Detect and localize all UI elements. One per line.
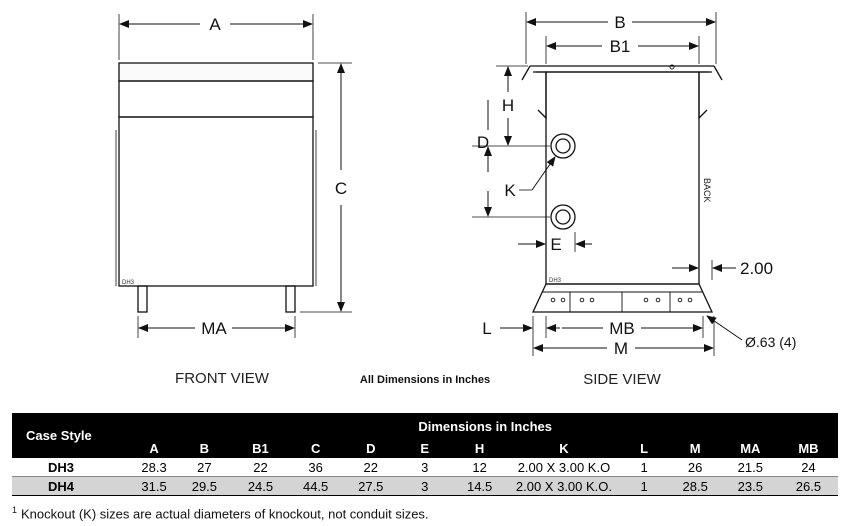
dim-label-h: H (502, 96, 514, 115)
column-header: D (343, 439, 399, 458)
column-header: A (132, 439, 176, 458)
dim-label-a: A (209, 15, 221, 34)
table-cell: 2.00 X 3.00 K.O (508, 457, 620, 477)
table-row: DH4 31.5 29.5 24.5 44.5 27.5 3 14.5 2.00… (12, 476, 838, 496)
side-view (521, 64, 723, 313)
column-header: E (398, 439, 452, 458)
table-header-row-title: Case Style Dimensions in Inches (12, 413, 838, 458)
table-cell: 26.5 (778, 476, 838, 496)
table-cell: 1 (619, 476, 669, 496)
dim-label-mb: MB (609, 319, 635, 338)
table-cell: 1 (619, 457, 669, 477)
back-label: BACK (702, 178, 712, 203)
table-cell: 22 (232, 457, 289, 477)
side-view-label: SIDE VIEW (583, 371, 661, 388)
table-cell: 27.5 (343, 476, 399, 496)
table-cell: 36 (288, 457, 344, 477)
hole-callout: Ø.63 (4) (745, 334, 796, 350)
case-style-cell: DH4 (12, 476, 133, 496)
column-header: H (451, 439, 509, 458)
dim-label-e: E (550, 235, 561, 254)
table-cell: 28.5 (668, 476, 722, 496)
column-header: L (619, 439, 669, 458)
dim-label-l: L (482, 319, 491, 338)
table-cell: 2.00 X 3.00 K.O. (508, 476, 620, 496)
column-header: MA (721, 439, 779, 458)
offset-value-label: 2.00 (740, 259, 773, 278)
table-cell: 23.5 (721, 476, 779, 496)
table-cell: 31.5 (132, 476, 176, 496)
column-header: K (508, 439, 620, 458)
table-cell: 44.5 (288, 476, 344, 496)
column-header: B (175, 439, 233, 458)
dim-label-c: C (335, 179, 347, 198)
case-style-header: Case Style (12, 413, 133, 458)
base-holes (550, 297, 693, 303)
table-cell: 29.5 (175, 476, 233, 496)
dim-label-d: D (477, 133, 489, 152)
footnote-text: Knockout (K) sizes are actual diameters … (21, 506, 429, 522)
table-cell: 24 (778, 457, 838, 477)
table-cell: 12 (451, 457, 509, 477)
case-marking-front: DH3 (122, 280, 135, 286)
front-view (115, 14, 352, 338)
footnote-marker: 1 (12, 505, 18, 515)
table-cell: 24.5 (232, 476, 289, 496)
case-style-cell: DH3 (12, 457, 133, 477)
column-header: B1 (232, 439, 289, 458)
dim-label-ma: MA (201, 319, 227, 338)
dim-label-b: B (614, 13, 625, 32)
front-view-label: FRONT VIEW (175, 370, 270, 387)
table-cell: 28.3 (132, 457, 176, 477)
side-view-dimensions (472, 12, 743, 356)
table-cell: 14.5 (451, 476, 509, 496)
dimension-units-note: All Dimensions in Inches (360, 374, 490, 386)
case-marking-side: DH3 (549, 278, 562, 284)
table-cell: 21.5 (721, 457, 779, 477)
table-cell: 3 (398, 457, 452, 477)
dim-label-b1: B1 (610, 37, 631, 56)
column-header: M (668, 439, 722, 458)
table-cell: 27 (175, 457, 233, 477)
table-header-row-columns: A B B1 C D E H K L M MA MB (12, 439, 838, 458)
dim-label-m: M (614, 339, 628, 358)
table-cell: 26 (668, 457, 722, 477)
table-cell: 22 (343, 457, 399, 477)
table-cell: 3 (398, 476, 452, 496)
table-title: Dimensions in Inches (132, 413, 838, 439)
dim-label-k: K (504, 181, 516, 200)
table-row: DH3 28.3 27 22 36 22 3 12 2.00 X 3.00 K.… (12, 457, 838, 477)
dimension-drawing: A C MA DH3 FRONT VIEW All Dimensions in … (115, 12, 796, 388)
dimensions-table: Case Style Dimensions in Inches A B B1 C… (12, 413, 838, 496)
column-header: C (288, 439, 344, 458)
column-header: MB (778, 439, 838, 458)
